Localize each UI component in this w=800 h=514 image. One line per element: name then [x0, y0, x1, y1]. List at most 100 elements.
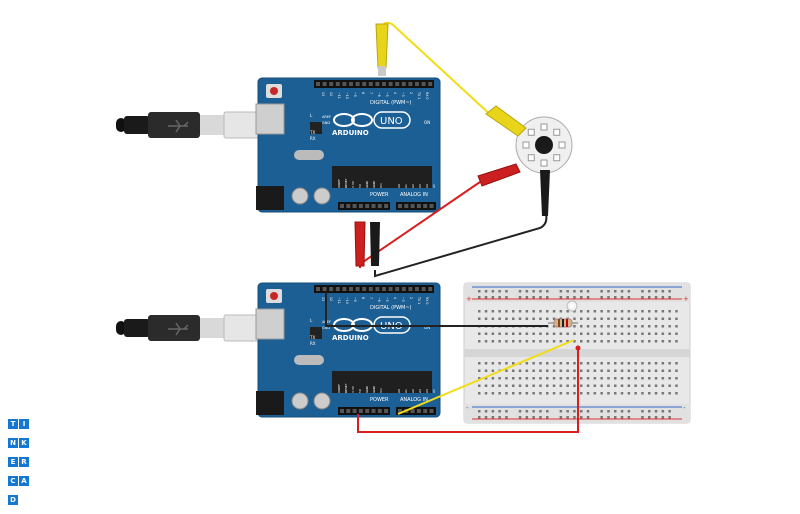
- pin-label: ~6: [377, 297, 381, 302]
- rail-plus-label: +: [683, 295, 689, 303]
- pin-label: 8: [361, 297, 365, 299]
- aref-label: AREF: [322, 115, 331, 119]
- pin-label: IOREF: [337, 179, 341, 188]
- pin-label: Vin: [379, 183, 383, 188]
- analog-header-label: ANALOG IN: [400, 192, 428, 198]
- pin-label: A1: [404, 184, 408, 188]
- power-header-label: POWER: [370, 192, 389, 198]
- wire-black-top[interactable]: [374, 213, 548, 278]
- gnd-label: GND: [322, 326, 330, 330]
- pin-label: 5V: [358, 388, 362, 393]
- pin-label: ~3: [401, 297, 405, 302]
- rx-label: RX: [310, 341, 316, 346]
- rail-plus-label: +: [466, 295, 472, 303]
- pin-label: GND: [365, 180, 369, 188]
- pin-label: A4: [425, 389, 429, 393]
- pin-label: 4: [393, 92, 397, 94]
- pin-label: ~11: [337, 297, 341, 304]
- clip-yellow-top[interactable]: [375, 23, 389, 76]
- rx-label: RX: [310, 136, 316, 141]
- pin-label: RESET: [344, 383, 348, 393]
- arduino-logo: [333, 113, 373, 127]
- logo-letter: T: [8, 419, 18, 429]
- logo-letter: R: [19, 457, 29, 467]
- pin-label: 7: [369, 92, 373, 94]
- pin-label: A0: [397, 184, 401, 188]
- pin-label: 4: [393, 297, 397, 299]
- pin-label: A2: [411, 389, 415, 393]
- pin-label: A5: [432, 184, 436, 188]
- clip-black-board[interactable]: [370, 222, 380, 266]
- led-white[interactable]: [566, 300, 578, 312]
- clip-red-ring[interactable]: [477, 163, 521, 187]
- resistor[interactable]: [548, 318, 578, 328]
- usb-cable-bottom[interactable]: [115, 314, 265, 342]
- power-header[interactable]: [338, 407, 390, 415]
- logo-letter: A: [19, 476, 29, 486]
- logo-letter: K: [19, 438, 29, 448]
- pin-label: A3: [418, 184, 422, 188]
- pin-label: A3: [418, 389, 422, 393]
- pin-label: 5V: [358, 183, 362, 188]
- resistor-icon: [558, 319, 568, 327]
- reset-button[interactable]: [270, 87, 278, 95]
- logo-letter: I: [19, 419, 29, 429]
- uno-label: UNO: [380, 116, 403, 127]
- usb-cable-top[interactable]: [115, 111, 265, 139]
- pin-label: TX 1: [417, 296, 421, 304]
- pin-label: 12: [329, 297, 333, 301]
- pin-label: RX 0: [425, 297, 429, 304]
- on-label: ON: [424, 120, 430, 125]
- pin-label: 13: [321, 297, 325, 301]
- pin-label: Vin: [379, 388, 383, 393]
- pin-label: ~10: [345, 92, 349, 99]
- pin-label: ~5: [385, 297, 389, 302]
- pin-label: GND: [372, 385, 376, 393]
- digital-header[interactable]: [314, 80, 434, 88]
- usb-icon: [168, 119, 189, 133]
- usb-icon: [168, 322, 189, 336]
- pin-label: A1: [404, 389, 408, 393]
- logo-letter: D: [8, 495, 18, 505]
- pin-label: A2: [411, 184, 415, 188]
- wire-black-bottom[interactable]: [325, 292, 548, 327]
- logo-letter: E: [8, 457, 18, 467]
- pin-label: GND: [365, 385, 369, 393]
- pin-label: IOREF: [337, 384, 341, 393]
- neopixel-ring-icon: [522, 123, 566, 167]
- pin-label: RX 0: [425, 92, 429, 99]
- arduino-brand-label: ARDUINO: [332, 129, 369, 137]
- analog-header[interactable]: [396, 202, 436, 210]
- wire-yellow-bottom[interactable]: [397, 339, 575, 415]
- wire-red-bottom[interactable]: [357, 345, 581, 433]
- pin-label: 7: [369, 297, 373, 299]
- analog-header[interactable]: [396, 407, 436, 415]
- gnd-label: GND: [322, 121, 330, 125]
- pin-label: ~6: [377, 92, 381, 97]
- breadboard-holes[interactable]: [478, 290, 678, 419]
- digital-header[interactable]: [314, 285, 434, 293]
- led-l-label: L: [310, 113, 313, 118]
- pin-label: 3.3V: [351, 385, 355, 393]
- pin-label: 2: [409, 297, 413, 299]
- pin-label: TX 1: [417, 91, 421, 99]
- pin-label: ~9: [353, 92, 357, 97]
- clip-red-board[interactable]: [354, 221, 366, 267]
- digital-header-label: DIGITAL (PWM~): [370, 305, 412, 311]
- analog-header-label: ANALOG IN: [400, 397, 428, 403]
- reset-button[interactable]: [270, 292, 278, 300]
- neopixel-ring[interactable]: [515, 116, 573, 174]
- pin-label: 13: [321, 92, 325, 96]
- pin-label: A5: [432, 389, 436, 393]
- pin-label: 2: [409, 92, 413, 94]
- pin-label: ~9: [353, 297, 357, 302]
- clip-yellow-ring[interactable]: [485, 105, 527, 137]
- power-header[interactable]: [338, 202, 390, 210]
- clip-black-ring[interactable]: [540, 170, 550, 216]
- pin-label: ~3: [401, 92, 405, 97]
- tx-label: TX: [309, 130, 315, 135]
